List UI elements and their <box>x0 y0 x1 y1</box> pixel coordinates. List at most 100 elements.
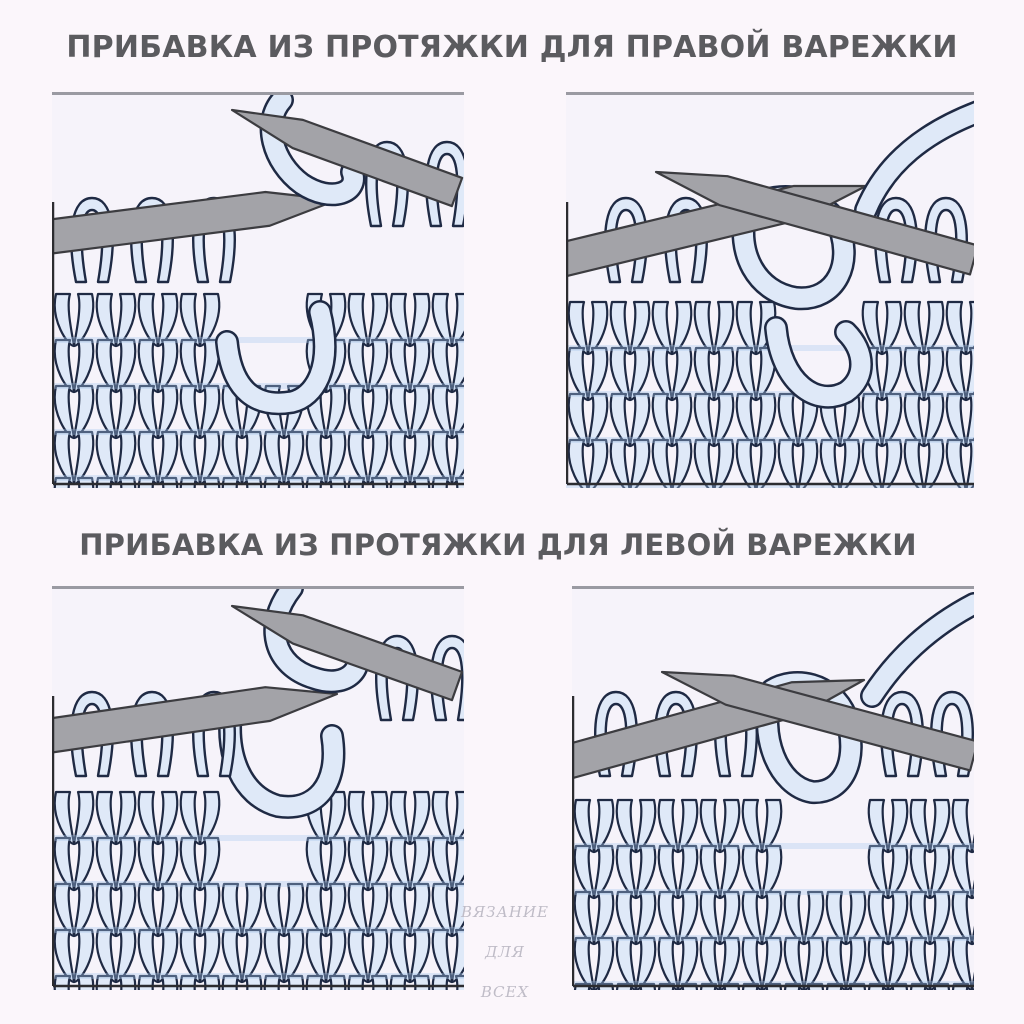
stitch-leg <box>450 790 464 846</box>
knitting-diagram <box>52 92 464 488</box>
stitch-leg <box>72 384 95 440</box>
right-needle <box>230 108 464 208</box>
stitch-leg <box>156 882 179 938</box>
stitch-leg <box>628 392 651 448</box>
stitch-leg <box>114 384 137 440</box>
stitch-leg <box>760 890 783 946</box>
stitch-leg <box>796 392 819 448</box>
stitch-leg <box>718 798 741 854</box>
stitch-leg <box>676 936 699 990</box>
stitch-leg <box>366 928 389 984</box>
stitch-leg <box>922 346 945 402</box>
lifted-strand <box>766 318 871 407</box>
working-yarn <box>856 103 974 220</box>
stitch-leg <box>240 928 263 984</box>
heading-left-mitten: ПРИБАВКА ИЗ ПРОТЯЖКИ ДЛЯ ЛЕВОЙ ВАРЕЖКИ <box>79 528 917 562</box>
stitch-leg <box>735 438 757 488</box>
stitch-leg <box>880 346 903 402</box>
stitch-leg <box>819 438 841 488</box>
stitch-leg <box>324 790 347 846</box>
panel-top-rule <box>566 92 974 95</box>
stitch-leg <box>609 438 631 488</box>
stitch-leg <box>586 300 609 356</box>
stitch-leg <box>670 300 693 356</box>
stitch-leg <box>156 338 179 394</box>
stitch-leg <box>670 392 693 448</box>
stitch-leg <box>760 936 783 990</box>
knitting-diagram <box>566 92 974 488</box>
watermark-line: ВЯЗАНИЕ <box>461 903 549 921</box>
stitch-leg <box>450 384 464 440</box>
stitch-leg <box>880 300 903 356</box>
panel-top-rule <box>52 586 464 589</box>
stitch-leg <box>198 836 221 892</box>
stitch-leg <box>634 844 657 900</box>
stitch-leg <box>408 836 431 892</box>
stitch-leg <box>928 844 951 900</box>
stitch-leg <box>928 890 951 946</box>
stitch-leg <box>366 836 389 892</box>
stitch-leg <box>114 836 137 892</box>
stitch-leg <box>825 936 848 990</box>
stitch-leg <box>676 890 699 946</box>
stitch-leg <box>634 798 657 854</box>
right-needle <box>660 670 974 772</box>
stitch-leg <box>156 928 179 984</box>
stitch-leg <box>366 384 389 440</box>
stitch-leg <box>676 844 699 900</box>
stitch-leg <box>886 844 909 900</box>
stitch-leg <box>880 392 903 448</box>
stitch-leg <box>450 882 464 938</box>
stitch-leg <box>592 844 615 900</box>
stitch-leg <box>114 882 137 938</box>
stitch-leg <box>951 936 974 990</box>
stitch-leg <box>198 882 221 938</box>
stitch-leg <box>693 438 715 488</box>
knitted-fabric <box>52 292 464 488</box>
stitch-leg <box>777 438 799 488</box>
watermark-line: ВСЕХ <box>480 983 530 1001</box>
stitch-leg <box>573 936 596 990</box>
right-needle <box>230 604 464 702</box>
stitch-leg <box>964 392 974 448</box>
stitch-leg <box>629 438 651 488</box>
stitch-loop <box>425 140 464 228</box>
stitch-loop <box>430 634 464 722</box>
stitch-leg <box>198 928 221 984</box>
stitch-leg <box>964 300 974 356</box>
knitted-fabric <box>566 300 974 488</box>
stitch-leg <box>324 882 347 938</box>
stitch-leg <box>676 798 699 854</box>
stitch-leg <box>72 836 95 892</box>
right-needle <box>654 170 974 276</box>
stitch-leg <box>754 392 777 448</box>
stitch-leg <box>970 925 974 946</box>
stitch-leg <box>324 836 347 892</box>
stitch-leg <box>156 292 179 348</box>
stitch-leg <box>198 384 221 440</box>
stitch-leg <box>592 798 615 854</box>
stitch-leg <box>567 438 589 488</box>
stitch-leg <box>923 438 945 488</box>
stitch-leg <box>712 300 735 356</box>
knitting-diagram <box>572 586 974 990</box>
stitch-leg <box>114 928 137 984</box>
stitch-leg <box>970 833 974 854</box>
stitch-leg <box>760 798 783 854</box>
stitch-leg <box>408 790 431 846</box>
stitch-leg <box>450 338 464 394</box>
stitch-leg <box>450 836 464 892</box>
panel-top-rule <box>572 586 974 589</box>
stitch-leg <box>964 346 974 402</box>
stitch-leg <box>712 346 735 402</box>
stitch-leg <box>72 338 95 394</box>
stitch-leg <box>324 384 347 440</box>
left-needle <box>52 686 339 754</box>
stitch-leg <box>945 438 967 488</box>
stitch-leg <box>587 438 609 488</box>
stitch-leg <box>922 392 945 448</box>
stitch-leg <box>408 928 431 984</box>
stitch-leg <box>282 928 305 984</box>
stitch-leg <box>156 836 179 892</box>
stitch-leg <box>671 438 693 488</box>
